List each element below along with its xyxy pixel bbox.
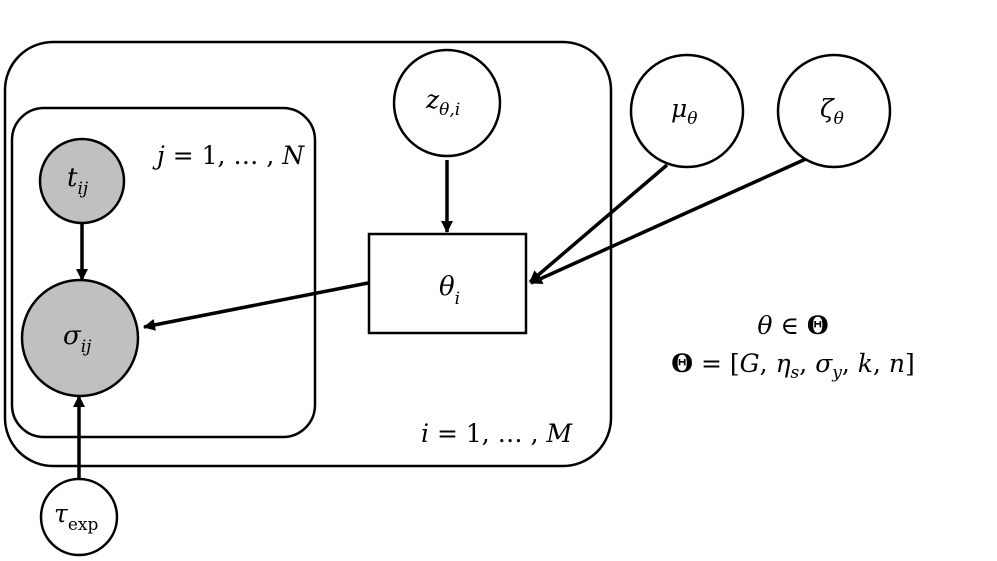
node-t-ij <box>38 137 126 225</box>
label-t-ij: tij <box>67 163 89 199</box>
node-mu-theta <box>629 53 745 169</box>
label-mu-theta: μθ <box>671 94 698 129</box>
node-z-theta-i <box>392 48 502 158</box>
theta-membership-text: θ ∈ Θ <box>757 311 828 340</box>
parameter-set-text: Θ = [G, ηs, σy, k, n] <box>671 349 914 383</box>
edge-theta-to-sigma <box>143 281 369 331</box>
inner-plate-label: j = 1, … , N <box>152 141 305 170</box>
label-zeta-theta: ζθ <box>820 94 844 129</box>
label-z-theta-i: zθ,i <box>425 85 460 120</box>
label-sigma-ij: σij <box>63 321 92 357</box>
outer-plate <box>3 40 613 468</box>
label-tau-exp: τexp <box>54 499 98 535</box>
label-theta-i: θi <box>439 272 460 309</box>
node-sigma-ij <box>20 278 140 398</box>
edge-zeta-to-theta <box>530 156 809 285</box>
node-zeta-theta <box>776 53 892 169</box>
node-theta-i <box>367 232 528 335</box>
outer-plate-label: i = 1, … , M <box>421 419 573 448</box>
node-tau-exp <box>39 477 119 557</box>
edge-mu-to-theta <box>528 163 669 284</box>
inner-plate <box>10 106 317 439</box>
